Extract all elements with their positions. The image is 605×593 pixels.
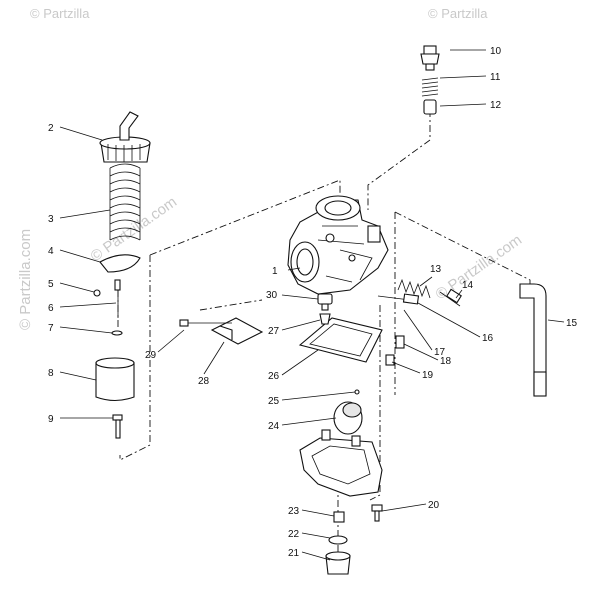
watermark-top-left: © Partzilla xyxy=(30,6,90,21)
part-22-o-ring xyxy=(328,535,348,545)
callout-12: 12 xyxy=(490,100,502,111)
watermark-top-right: © Partzilla xyxy=(428,6,488,21)
watermark-left-edge: © Partzilla.com xyxy=(17,229,34,330)
callout-26: 26 xyxy=(268,371,280,382)
part-23-main-jet xyxy=(333,511,345,523)
part-8-throttle-valve xyxy=(95,357,135,402)
callout-17: 17 xyxy=(434,347,446,358)
part-13-spring xyxy=(397,278,431,299)
callout-11: 11 xyxy=(490,72,501,83)
callout-28: 28 xyxy=(198,376,210,387)
part-29-pin xyxy=(179,319,232,327)
part-11-spring xyxy=(421,77,439,97)
callout-10: 10 xyxy=(490,46,502,57)
watermark-right-middle: © Partzilla.com xyxy=(433,231,526,303)
callout-3: 3 xyxy=(48,214,54,225)
callout-20: 20 xyxy=(428,500,440,511)
callout-22: 22 xyxy=(288,529,300,540)
part-18-plug xyxy=(395,335,405,349)
leader-lines xyxy=(59,49,565,561)
part-15-vent-hose xyxy=(519,283,547,397)
part-9-screw xyxy=(112,414,123,439)
part-30-valve-seat xyxy=(317,293,333,311)
part-4-needle-retainer-plate xyxy=(99,254,141,273)
part-26-float-bowl-gasket xyxy=(298,317,383,363)
callout-25: 25 xyxy=(268,396,280,407)
callout-29: 29 xyxy=(145,350,157,361)
callout-23: 23 xyxy=(288,506,300,517)
callout-19: 19 xyxy=(422,370,434,381)
part-25-pin xyxy=(354,389,360,395)
part-12-cap xyxy=(423,99,437,115)
part-5-e-clip xyxy=(93,289,101,297)
part-21-plug xyxy=(325,551,351,575)
callout-21: 21 xyxy=(288,548,300,559)
part-10-fitting xyxy=(420,45,440,71)
callout-7: 7 xyxy=(48,323,54,334)
part-14-screw xyxy=(439,288,462,307)
callout-9: 9 xyxy=(48,414,54,425)
callout-14: 14 xyxy=(462,280,474,291)
part-27-needle-valve xyxy=(319,313,331,325)
part-19-jet xyxy=(385,354,395,366)
callout-8: 8 xyxy=(48,368,54,379)
part-2-carb-cap xyxy=(99,111,151,163)
part-7-washer xyxy=(111,330,123,336)
callout-4: 4 xyxy=(48,246,54,257)
callout-6: 6 xyxy=(48,303,54,314)
callout-labels: 1 2 3 4 5 6 7 8 9 10 11 12 13 14 15 16 1… xyxy=(48,46,578,559)
callout-5: 5 xyxy=(48,279,54,290)
part-16-pilot-screw xyxy=(377,293,420,305)
part-28-float-arm xyxy=(210,317,264,345)
callout-24: 24 xyxy=(268,421,280,432)
part-3-throttle-spring xyxy=(109,163,141,241)
callout-2: 2 xyxy=(48,123,54,134)
callout-27: 27 xyxy=(268,326,280,337)
float-bowl xyxy=(299,429,383,497)
callout-1: 1 xyxy=(272,266,278,277)
callout-30: 30 xyxy=(266,290,278,301)
part-1-carburetor-body xyxy=(287,195,389,295)
part-6-jet-needle xyxy=(114,279,121,318)
callout-18: 18 xyxy=(440,356,452,367)
callout-13: 13 xyxy=(430,264,442,275)
part-24-float xyxy=(333,401,363,435)
callout-15: 15 xyxy=(566,318,578,329)
callout-16: 16 xyxy=(482,333,494,344)
part-20-drain-screw xyxy=(371,504,383,522)
